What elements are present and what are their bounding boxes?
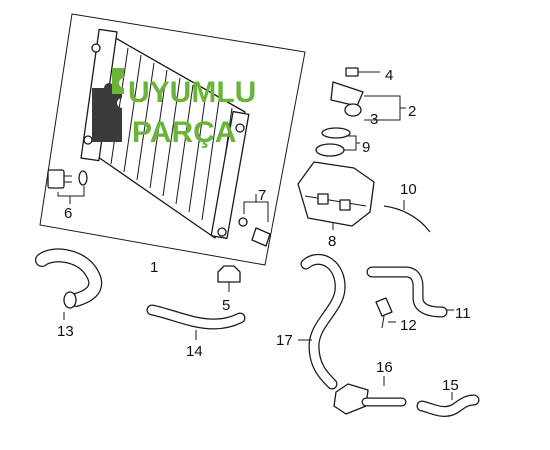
callout-labels: 1 2 3 4 5 6 7 8 9 10 11 12 13 14 15 16 1… (57, 67, 471, 394)
bolt-head (345, 67, 359, 77)
valve-seal-ring (238, 217, 248, 227)
logo-line-2: PARÇA (132, 116, 236, 149)
part-12-sensor (375, 297, 396, 329)
callout-17: 17 (276, 332, 293, 349)
part-14-hose (146, 304, 246, 340)
drain-plug-o-ring (78, 170, 88, 186)
part-16-thermostat-housing (333, 376, 407, 415)
reservoir-port-2 (339, 199, 351, 211)
radiator-right-tank (210, 110, 250, 240)
logo-line-1: UYUMLU (128, 76, 256, 109)
bracket-body (330, 81, 364, 107)
callout-5: 5 (222, 297, 230, 314)
puzzle-piece-icon (92, 83, 122, 142)
callout-2: 2 (408, 103, 416, 120)
part-15-bypass-hose (416, 392, 480, 417)
part-2-bracket (330, 81, 406, 121)
radiator-frame (39, 13, 306, 266)
callout-6: 6 (64, 205, 72, 222)
part-4-bolt (345, 67, 380, 77)
callout-10: 10 (400, 181, 417, 198)
callout-1: 1 (150, 259, 158, 276)
drain-plug-body (47, 169, 65, 189)
radiator-mount-top-left (91, 43, 101, 53)
reservoir-port-1 (317, 193, 329, 205)
part-6-drain-plug (47, 169, 88, 204)
uyumlu-parca-logo: UYUMLU PARÇA (92, 68, 256, 149)
radiator-mount-bottom-right (217, 227, 227, 237)
gasket (321, 127, 351, 139)
callout-13: 13 (57, 323, 74, 340)
part-7-valve (238, 194, 271, 247)
puzzle-piece-green-icon (112, 68, 124, 94)
radiator-mount-bottom-left (83, 135, 93, 145)
callout-7: 7 (258, 187, 266, 204)
callout-16: 16 (376, 359, 393, 376)
grommet (344, 103, 362, 117)
sensor-body (375, 297, 393, 317)
reservoir-cap (315, 143, 345, 157)
radiator-mount-top-right (235, 123, 245, 133)
callout-4: 4 (385, 67, 393, 84)
callout-3: 3 (370, 111, 378, 128)
callout-9: 9 (362, 139, 370, 156)
callout-8: 8 (328, 233, 336, 250)
part-9-cap (315, 127, 360, 157)
part-11-pipe-fitting (366, 266, 454, 318)
reservoir-body (297, 161, 375, 227)
callout-11: 11 (455, 305, 471, 322)
part-8-coolant-reservoir (297, 161, 375, 230)
part-10-overflow-hose (383, 200, 431, 233)
hose-13-end (63, 291, 77, 309)
valve-body (251, 227, 271, 247)
callout-15: 15 (442, 377, 459, 394)
part-17-long-hose (298, 253, 346, 390)
part-13-lower-hose (35, 248, 103, 320)
plug-body (217, 265, 241, 283)
callout-12: 12 (400, 317, 417, 334)
callout-14: 14 (186, 343, 203, 360)
part-5-plug (217, 265, 241, 292)
